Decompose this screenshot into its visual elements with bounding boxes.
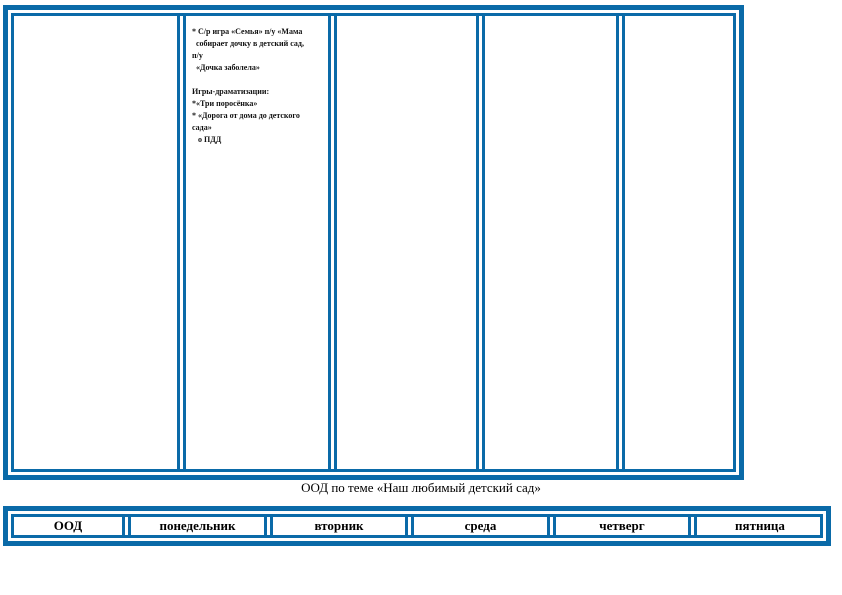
plan-line: о ПДД [192, 135, 222, 144]
day-header-ood: ООД [53, 518, 83, 533]
plan-line: «Дочка заболела» [192, 63, 260, 72]
day-header-thursday: четверг [599, 518, 645, 533]
plan-line: *«Три поросёнка» [192, 99, 258, 108]
weekday-header-table: ООД понедельник вторник среда четверг пя… [3, 506, 831, 546]
plan-line: п/у [192, 51, 203, 60]
plan-column-3 [337, 19, 473, 466]
plan-column-divider [177, 16, 186, 469]
plan-line: собирает дочку в детский сад, [192, 39, 304, 48]
plan-line: Игры-драматизации: [192, 87, 270, 96]
activity-plan-table: * С/р игра «Семья» п/у «Мама собирает до… [3, 5, 744, 480]
activity-plan-inner-border: * С/р игра «Семья» п/у «Мама собирает до… [11, 13, 736, 472]
plan-line-gap [192, 74, 330, 86]
table-caption: ООД по теме «Наш любимый детский сад» [301, 480, 541, 495]
plan-line: сада» [192, 123, 212, 132]
plan-column-divider [328, 16, 337, 469]
plan-column-1 [17, 19, 177, 466]
weekday-header-inner-border: ООД понедельник вторник среда четверг пя… [11, 514, 823, 538]
plan-column-2: * С/р игра «Семья» п/у «Мама собирает до… [186, 19, 328, 466]
day-divider [122, 517, 131, 535]
plan-column-divider [476, 16, 485, 469]
day-divider [405, 517, 414, 535]
day-header-monday: понедельник [159, 518, 236, 533]
day-header-friday: пятница [735, 518, 785, 533]
day-divider [547, 517, 556, 535]
day-header-tuesday: вторник [314, 518, 364, 533]
day-divider [688, 517, 697, 535]
plan-column-5 [625, 19, 736, 466]
plan-column-4 [485, 19, 615, 466]
plan-line: * «Дорога от дома до детского [192, 111, 300, 120]
day-header-wednesday: среда [464, 518, 497, 533]
plan-line: * С/р игра «Семья» п/у «Мама [192, 27, 303, 36]
day-divider [264, 517, 273, 535]
plan-column-divider [616, 16, 625, 469]
plan-column-2-text: * С/р игра «Семья» п/у «Мама собирает до… [192, 26, 330, 146]
